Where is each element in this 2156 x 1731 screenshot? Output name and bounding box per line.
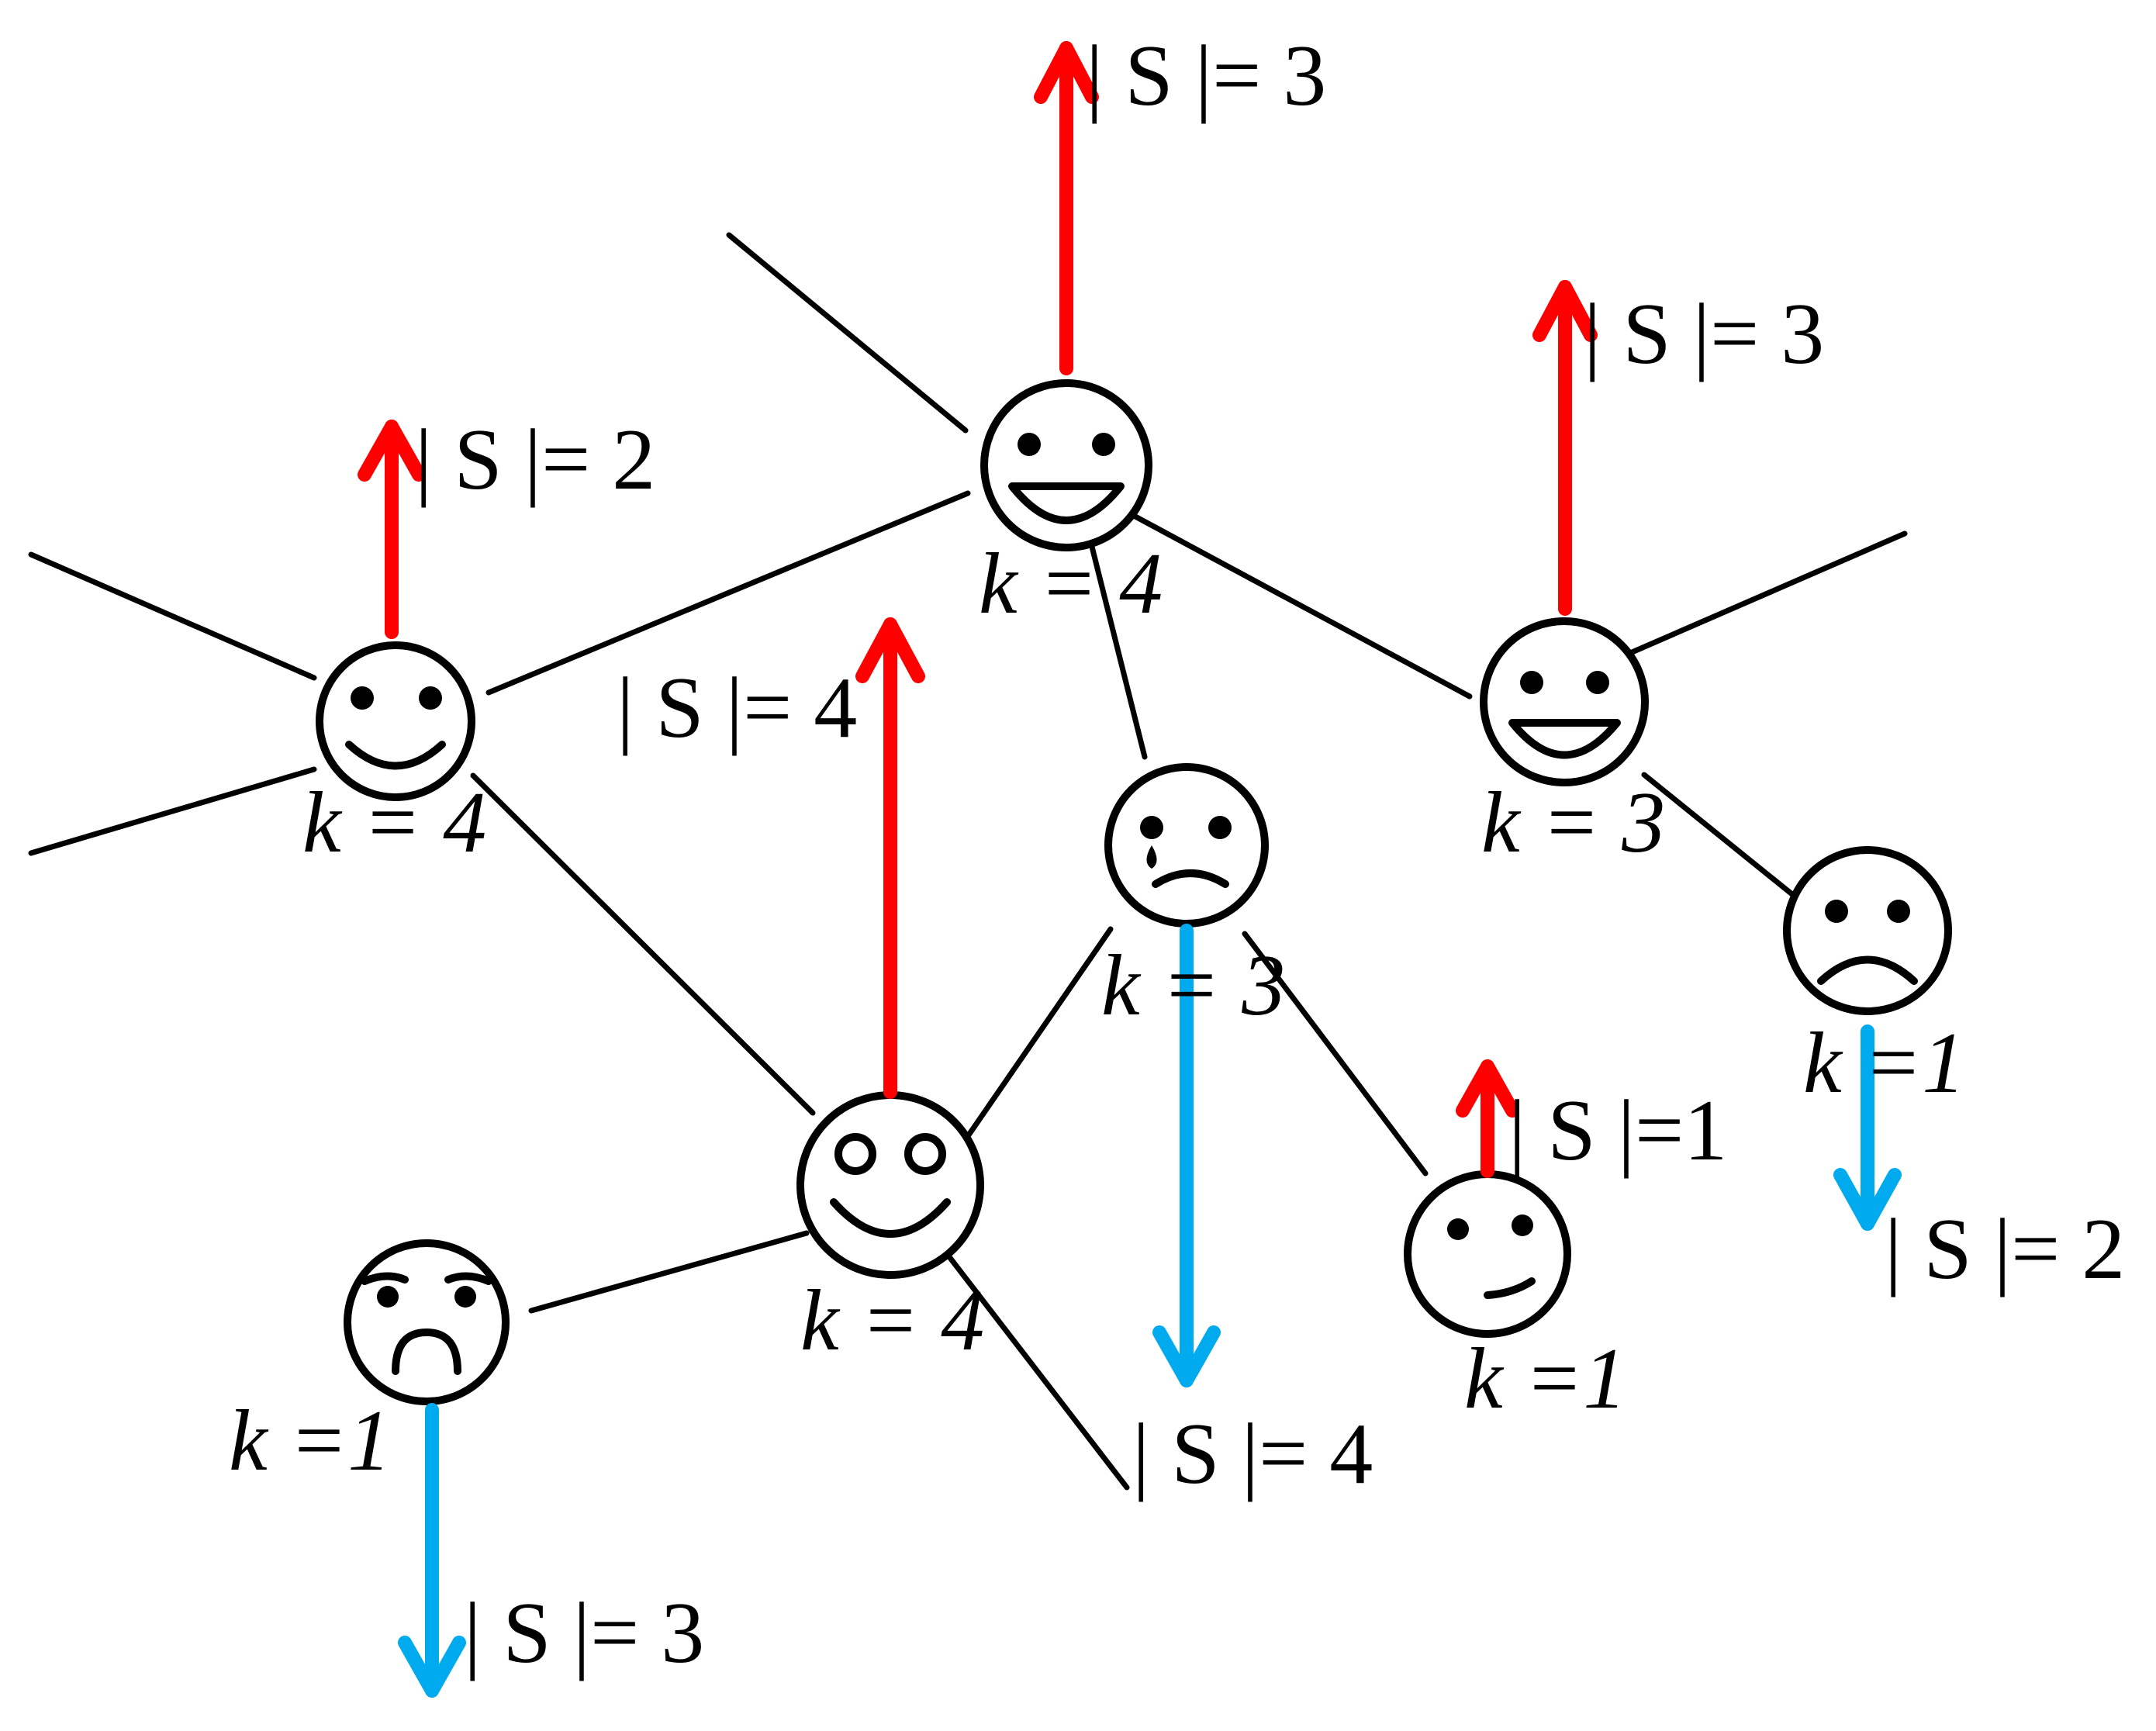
edge-top-dangling — [726, 232, 969, 434]
face-right — [1480, 617, 1649, 786]
eye-icon — [1092, 433, 1115, 456]
worried-brow-icon — [444, 1272, 492, 1285]
face-center — [1104, 763, 1269, 928]
arrows — [358, 41, 1902, 1698]
wide-eye-icon — [904, 1133, 946, 1175]
face-bottom-right — [1404, 1170, 1571, 1338]
edge-left-bottom-middle — [470, 772, 816, 1116]
s-label-far-right: | S |= 2 — [1885, 1201, 2125, 1297]
k-label-center: k = 3 — [1101, 938, 1285, 1034]
arrow-top-up — [1034, 41, 1099, 375]
face-far-right — [1783, 846, 1952, 1015]
worried-brow-icon — [361, 1272, 409, 1285]
edge-top-center — [1089, 544, 1148, 760]
edge-top-right — [1131, 513, 1473, 700]
s-label-right: | S |= 3 — [1584, 286, 1824, 382]
s-labels: | S |= 3 | S |= 2 | S |= 3 | S |= 4 | S … — [415, 28, 2125, 1681]
frown-mouth-icon — [1817, 955, 1918, 985]
arrow-bottom-middle-up — [855, 617, 925, 1099]
edge-left-dangling-1 — [28, 551, 317, 681]
edge-top-left — [485, 490, 971, 696]
edge-center-bottom-middle — [965, 926, 1114, 1139]
arrow-far-right-down — [1833, 1024, 1902, 1231]
k-label-bottom-right: k =1 — [1464, 1331, 1626, 1427]
arrow-right-up — [1532, 280, 1598, 616]
k-label-bottom-middle: k = 4 — [800, 1273, 984, 1369]
face-bottom-left — [344, 1239, 510, 1405]
s-label-bottom-left: | S |= 3 — [464, 1585, 704, 1681]
arrow-bottom-left-down — [398, 1403, 466, 1698]
arrow-left-up — [358, 420, 426, 639]
s-label-bottom-right: | S |=1 — [1508, 1083, 1727, 1179]
k-label-far-right: k =1 — [1803, 1015, 1965, 1111]
smile-mouth-icon — [830, 1198, 951, 1238]
k-label-top: k = 4 — [979, 536, 1163, 632]
tear-icon — [1146, 845, 1157, 869]
s-label-bottom-middle: | S |= 4 — [617, 660, 857, 756]
face-top — [980, 379, 1152, 551]
edge-bottom-middle-dangling — [945, 1252, 1130, 1491]
edge-center-bottom-right — [1242, 931, 1429, 1176]
k-label-bottom-left: k =1 — [229, 1393, 391, 1489]
s-label-center: | S |= 4 — [1132, 1406, 1373, 1502]
face-bottom-middle — [796, 1091, 984, 1279]
arrow-center-down — [1152, 924, 1221, 1387]
wide-eye-icon — [834, 1133, 876, 1175]
s-label-left: | S |= 2 — [415, 412, 655, 508]
big-smile-mouth-icon — [1508, 719, 1621, 759]
k-label-right: k = 3 — [1481, 775, 1665, 871]
edge-left-dangling-2 — [28, 766, 317, 856]
s-label-top: | S |= 3 — [1086, 28, 1326, 124]
edge-right-far-right — [1641, 772, 1796, 898]
big-smile-mouth-icon — [1008, 482, 1125, 524]
smile-mouth-icon — [345, 741, 446, 770]
k-label-left: k = 4 — [302, 775, 486, 871]
edges — [28, 232, 1908, 1491]
edge-bottom-middle-bottom-left — [528, 1230, 810, 1314]
frown-mouth-icon — [1152, 869, 1229, 888]
smirk-mouth-icon — [1484, 1277, 1536, 1299]
face-left — [316, 641, 475, 801]
edge-right-dangling — [1627, 530, 1908, 656]
eye-icon — [1018, 433, 1041, 456]
k-labels: k = 4 k = 4 k = 3 k = 3 k =1 k = 4 k =1 … — [229, 536, 1965, 1489]
frown-mouth-icon — [392, 1328, 461, 1375]
arrow-bottom-right-up — [1456, 1059, 1519, 1178]
